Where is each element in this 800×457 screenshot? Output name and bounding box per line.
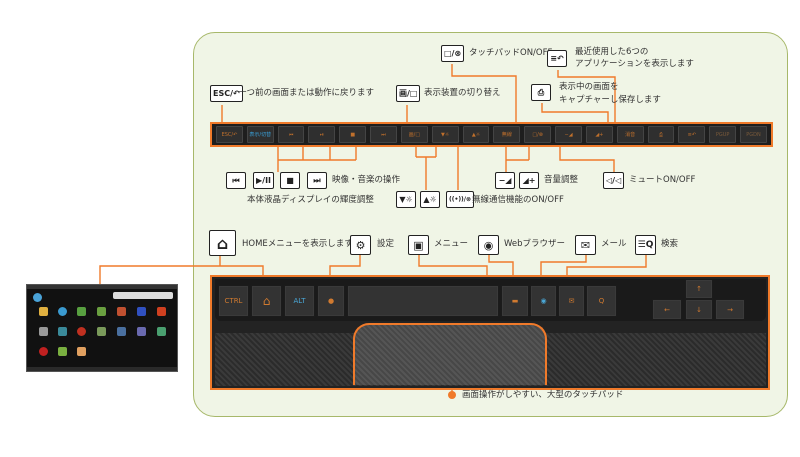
menu-key[interactable]: ▬: [501, 285, 529, 317]
app-icon: [58, 347, 67, 356]
fn-key-pgdn[interactable]: PGDN: [740, 126, 767, 143]
mute-label: ミュートON/OFF: [629, 175, 696, 185]
capture-label-2: キャプチャーし保存します: [559, 95, 661, 105]
app-icon: [157, 327, 166, 336]
ctrl-key[interactable]: CTRL: [218, 285, 249, 317]
mail-icon: ✉: [575, 235, 596, 255]
volume-label: 音量調整: [544, 175, 579, 185]
browser-icon: ◉: [478, 235, 499, 255]
fn-key-touchpad[interactable]: □/⊗: [524, 126, 552, 143]
touchpad-bullet: [448, 391, 456, 399]
app-icon: [117, 307, 126, 316]
fn-key-volume-down[interactable]: −◢: [555, 126, 582, 143]
space-key[interactable]: [347, 285, 499, 317]
brightness-up-icon: ▲☼: [420, 191, 440, 208]
touchpad-label: 画面操作がしやすい、大型のタッチパッド: [462, 390, 624, 400]
menu-icon: ▣: [408, 235, 429, 255]
fn-key-prev[interactable]: ⏮: [277, 126, 305, 143]
app-icon: [97, 307, 106, 316]
touchpad[interactable]: [353, 323, 547, 385]
menu-label: メニュー: [434, 239, 469, 249]
home-menu-screenshot: [26, 284, 178, 372]
browser-key[interactable]: ◉: [530, 285, 557, 317]
browser-label: Webブラウザー: [504, 239, 566, 249]
arrow-left-key[interactable]: ←: [652, 299, 682, 320]
brightness-down-icon: ▼☼: [396, 191, 416, 208]
display-switch-icon: 画/□: [396, 85, 421, 102]
app-icon: [97, 327, 106, 336]
volume-down-icon: −◢: [495, 172, 515, 189]
arrow-right-key[interactable]: →: [715, 299, 745, 320]
fn-key-display-switch[interactable]: 画/□: [400, 126, 428, 143]
alt-key[interactable]: ALT: [284, 285, 315, 317]
search-label: 検索: [661, 239, 679, 249]
fn-key-display-mode[interactable]: 表示/切替: [246, 126, 274, 143]
home-label: HOMEメニューを表示します: [242, 239, 353, 249]
esc-back-icon: ESC/↶: [210, 85, 243, 102]
fn-key-esc[interactable]: ESC/↶: [216, 126, 243, 143]
recent-apps-icon: ≡↶: [547, 50, 567, 67]
fn-key-capture[interactable]: ⎙: [647, 126, 675, 143]
stop-icon: ■: [280, 172, 300, 189]
settings-key[interactable]: ●: [317, 285, 345, 317]
search-icon: ☰Q: [635, 235, 656, 255]
app-icon: [77, 347, 86, 356]
palm-rest: [215, 323, 766, 386]
recent-apps-label-1: 最近使用した6つの: [575, 47, 649, 57]
play-pause-icon: ▶/II: [253, 172, 275, 189]
capture-label-1: 表示中の画面を: [559, 82, 619, 92]
app-icon: [77, 327, 86, 336]
fn-key-brightness-up[interactable]: ▲☼: [462, 126, 490, 143]
app-icon: [137, 307, 146, 316]
search-key[interactable]: Q: [586, 285, 617, 317]
wireless-icon: ((•))/⊗: [446, 191, 475, 208]
capture-icon: ⎙: [531, 84, 551, 101]
next-track-icon: ⏭: [307, 172, 327, 189]
mute-icon: ◁/◁: [603, 172, 625, 189]
fn-key-play-pause[interactable]: ⏯: [308, 126, 336, 143]
app-icon: [137, 327, 146, 336]
app-icon: [77, 307, 86, 316]
fn-key-next[interactable]: ⏭: [370, 126, 397, 143]
app-icon: [39, 307, 48, 316]
app-icon: [157, 307, 166, 316]
touchpad-toggle-icon: □/⊗: [441, 45, 465, 62]
volume-up-icon: ◢+: [519, 172, 539, 189]
app-icon: [33, 293, 42, 302]
app-icon: [58, 307, 67, 316]
arrow-down-key[interactable]: ↓: [685, 299, 713, 320]
home-icon: ⌂: [209, 230, 236, 256]
keyboard: CTRL ⌂ ALT ● ▬ ◉ ✉ Q ↑ ← ↓ →: [210, 275, 770, 390]
app-icon: [39, 347, 48, 356]
media-label: 映像・音楽の操作: [332, 175, 401, 185]
fn-key-volume-up[interactable]: ◢+: [585, 126, 613, 143]
app-icon: [117, 327, 126, 336]
mail-label: メール: [601, 239, 627, 249]
fn-key-pgup[interactable]: PGUP: [709, 126, 737, 143]
touchpad-toggle-label: タッチパッドON/OFF: [469, 48, 553, 58]
wireless-label: 無線通信機能のON/OFF: [472, 195, 564, 205]
settings-label: 設定: [377, 239, 395, 249]
fn-key-recent-apps[interactable]: ≡↶: [678, 126, 706, 143]
prev-track-icon: ⏮: [226, 172, 246, 189]
fn-key-mute[interactable]: 消音: [616, 126, 644, 143]
home-key[interactable]: ⌂: [251, 285, 282, 317]
arrow-up-key[interactable]: ↑: [685, 279, 713, 299]
status-bar: [27, 285, 177, 289]
settings-icon: ⚙: [350, 235, 371, 255]
fn-key-stop[interactable]: ■: [339, 126, 367, 143]
brightness-label: 本体液晶ディスプレイの輝度調整: [247, 195, 374, 205]
screenshot-search-box: [113, 292, 173, 299]
mail-key[interactable]: ✉: [558, 285, 585, 317]
back-label: 一つ前の画面または動作に戻ります: [238, 88, 375, 98]
app-icon: [39, 327, 48, 336]
display-switch-label: 表示装置の切り替え: [424, 88, 501, 98]
app-icon: [58, 327, 67, 336]
taskbar: [27, 367, 177, 371]
keyboard-bottom-row: CTRL ⌂ ALT ● ▬ ◉ ✉ Q ↑ ← ↓ →: [215, 279, 766, 321]
fn-key-wireless[interactable]: 無線: [493, 126, 521, 143]
function-key-row: ESC/↶ 表示/切替 ⏮ ⏯ ■ ⏭ 画/□ ▼☼ ▲☼ 無線 □/⊗ −◢ …: [210, 122, 773, 147]
recent-apps-label-2: アプリケーションを表示します: [575, 59, 694, 69]
fn-key-brightness-down[interactable]: ▼☼: [431, 126, 459, 143]
